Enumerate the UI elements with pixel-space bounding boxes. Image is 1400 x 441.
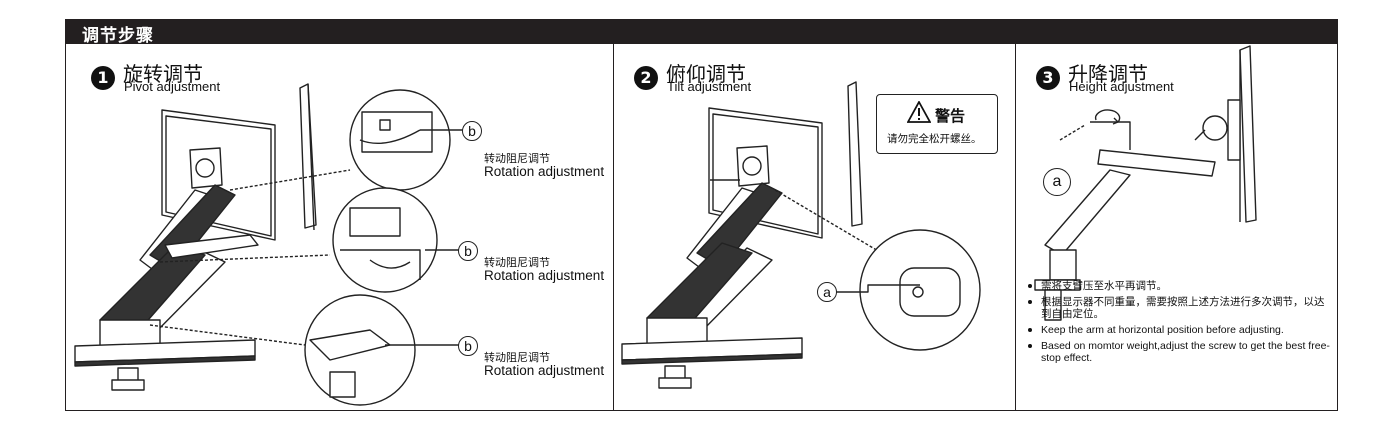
panel-divider-1 bbox=[613, 43, 614, 411]
step-title-en-3: Height adjustment bbox=[1069, 79, 1174, 94]
header-bar: 调节步骤 bbox=[66, 20, 1337, 46]
step-title-en-2: Tilt adjustment bbox=[667, 79, 752, 94]
step-title-en-1: Pivot adjustment bbox=[124, 79, 221, 94]
step-title-cn-3: 升降调节 bbox=[1068, 62, 1148, 86]
instruction-frame: 调节步骤 bbox=[65, 19, 1338, 411]
note-item: 需将支臂压至水平再调节。 bbox=[1025, 280, 1330, 292]
step-number-3: 3 bbox=[1036, 66, 1060, 90]
callout-marker-b-2: b bbox=[458, 241, 478, 261]
rotation-callout-2: 转动阻尼调节 Rotation adjustment bbox=[484, 257, 604, 283]
pivot-illustration bbox=[74, 83, 465, 406]
page-title: 调节步骤 bbox=[82, 26, 154, 46]
step-number-1: 1 bbox=[91, 66, 115, 90]
height-notes: 需将支臂压至水平再调节。 根据显示器不同重量，需要按照上述方法进行多次调节，以达… bbox=[1025, 280, 1330, 368]
warning-title: 警告 bbox=[935, 107, 966, 125]
panel-divider-2 bbox=[1015, 43, 1016, 411]
callout-marker-b-1: b bbox=[462, 121, 482, 141]
rotation-callout-3: 转动阻尼调节 Rotation adjustment bbox=[484, 352, 604, 378]
rotation-callout-en: Rotation adjustment bbox=[484, 267, 605, 283]
warning-text: 请勿完全松开螺丝。 bbox=[887, 133, 982, 145]
step-number-2: 2 bbox=[634, 66, 658, 90]
warning-icon bbox=[907, 101, 931, 123]
rotation-callout-1: 转动阻尼调节 Rotation adjustment bbox=[484, 153, 604, 179]
rotation-callout-en: Rotation adjustment bbox=[484, 163, 605, 179]
tilt-illustration bbox=[621, 81, 981, 389]
height-marker-a: a bbox=[1043, 168, 1071, 196]
warning-box: 警告 请勿完全松开螺丝。 bbox=[876, 94, 998, 154]
rotation-callout-cn: 转动阻尼调节 bbox=[484, 152, 550, 165]
height-illustration bbox=[1034, 45, 1257, 321]
callout-marker-b-3: b bbox=[458, 336, 478, 356]
note-item: 根据显示器不同重量，需要按照上述方法进行多次调节，以达到自由定位。 bbox=[1025, 296, 1330, 320]
step-title-cn-1: 旋转调节 bbox=[123, 62, 203, 86]
tilt-marker-a: a bbox=[817, 282, 837, 302]
note-item: Based on momtor weight,adjust the screw … bbox=[1025, 340, 1330, 364]
rotation-callout-en: Rotation adjustment bbox=[484, 362, 605, 378]
rotation-callout-cn: 转动阻尼调节 bbox=[484, 256, 550, 269]
note-item: Keep the arm at horizontal position befo… bbox=[1025, 324, 1330, 336]
rotation-callout-cn: 转动阻尼调节 bbox=[484, 351, 550, 364]
step-title-cn-2: 俯仰调节 bbox=[666, 62, 746, 86]
